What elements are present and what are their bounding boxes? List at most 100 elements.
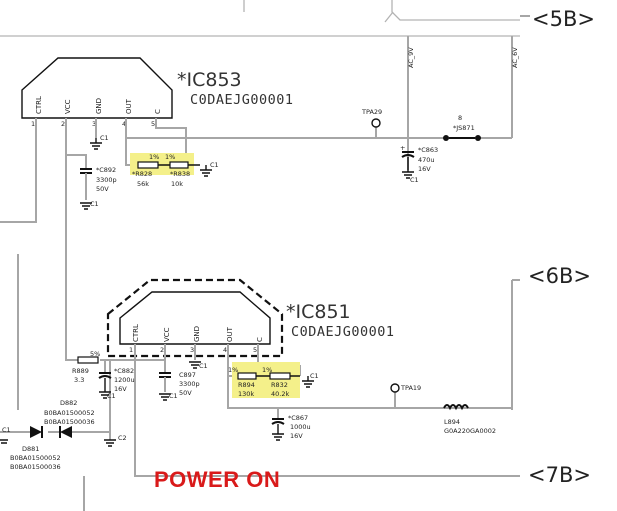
r828-tol: 1% [149, 153, 159, 161]
tpa29-label: TPA29 [361, 108, 382, 116]
power-on-annotation: POWER ON [154, 467, 280, 492]
c882-ref: *C882 [114, 367, 134, 375]
resistor-r828 [137, 161, 159, 169]
connector-6b-label: <6B> [528, 264, 591, 288]
d882-ref: D882 [60, 399, 77, 407]
ground-label-1: C1 [100, 134, 109, 142]
c892-v1: 3300p [96, 176, 117, 184]
ground-label-2: C1 [90, 200, 99, 208]
rail-ac6v: AC_6V [511, 36, 519, 138]
ic853-pin-ctrl: CTRL [35, 96, 43, 114]
ic853-pin-gnd: GND [95, 98, 103, 114]
c863-ref: *C863 [418, 146, 438, 154]
ground-label-9: C1 [2, 426, 11, 434]
r828-value: 56k [137, 180, 149, 188]
ic853-pin-num-4: 4 [122, 120, 126, 128]
ic851-pin-num-4: 4 [223, 346, 227, 354]
c882-v1: 1200u [114, 376, 135, 384]
js871-pin: 8 [458, 114, 462, 122]
c897-ref: C897 [179, 371, 196, 379]
ic853-name: *IC853 [177, 69, 242, 91]
r832-value: 40.2k [271, 390, 289, 398]
ground-c2: C2 [104, 434, 127, 447]
ground-label-8: C1 [310, 372, 319, 380]
c863-v1: 470u [418, 156, 435, 164]
ic853-pin-num-3: 3 [92, 120, 96, 128]
c867-ref: *C867 [288, 414, 308, 422]
c897-v2: 50V [179, 389, 192, 397]
d881-ref: D881 [22, 445, 39, 453]
r894-ref: R894 [238, 381, 255, 389]
r838-tol: 1% [165, 153, 175, 161]
rail-label-ac9v: AC_9V [407, 47, 415, 68]
resistor-r832 [269, 372, 291, 380]
r832-ref: R832 [271, 381, 288, 389]
ic851-pin-vcc: VCC [163, 327, 171, 342]
l894-ref: L894 [444, 418, 460, 426]
ground-left: C1 [0, 426, 11, 444]
jumper-js871: *JS871 8 [443, 114, 481, 141]
ground-label-3: C1 [210, 161, 219, 169]
ic851-part: C0DAEJG00001 [291, 324, 395, 340]
resistor-r894 [237, 372, 257, 380]
ground-label-7: C1 [199, 362, 208, 370]
ground-label-5: C1 [107, 392, 116, 400]
c863-polarity: + [400, 144, 405, 152]
connector-7b-label: <7B> [528, 463, 591, 487]
connector-5b-label: <5B> [532, 7, 595, 31]
ic853-pin-out: OUT [125, 98, 133, 114]
testpoint-tpa19: TPA19 [390, 383, 421, 393]
capacitor-c882: *C882 1200u 16V C1 [98, 367, 135, 400]
ic851-pin-gnd: GND [193, 326, 201, 342]
inductor-l894: L894 G0A220GA0002 [443, 404, 496, 435]
c867-v2: 16V [290, 432, 303, 440]
tpa19-label: TPA19 [400, 384, 421, 392]
ground-label-6: C1 [169, 392, 178, 400]
rail-label-ac6v: AC_6V [511, 47, 519, 68]
ground-ic851-gnd: C1 [189, 361, 208, 370]
capacitor-c867: *C867 1000u 16V [271, 414, 311, 441]
capacitor-c892: *C892 3300p 50V C1 [80, 166, 117, 210]
ic851-pin-ctrl: CTRL [132, 324, 140, 342]
diode-d881: D881 B0BA01500052 B0BA01500036 [10, 426, 61, 471]
r838-value: 10k [171, 180, 183, 188]
ic853-pin-num-5: 5 [151, 120, 155, 128]
c892-v2: 50V [96, 185, 109, 193]
testpoint-tpa29: TPA29 [361, 108, 382, 128]
ic853-pin-c: C [154, 109, 162, 114]
resistor-r889: 5% R889 3.3 [72, 350, 100, 384]
r889-value: 3.3 [74, 376, 84, 384]
c892-ref: *C892 [96, 166, 116, 174]
c863-v2: 16V [418, 165, 431, 173]
r889-ref: R889 [72, 367, 89, 375]
d882-p2: B0BA01500036 [44, 418, 95, 426]
ic853-pin-vcc: VCC [64, 99, 72, 114]
c882-v2: 16V [114, 385, 127, 393]
highlight-r828-r838 [130, 153, 194, 175]
ic853-part: C0DAEJG00001 [190, 92, 294, 108]
ic851: *IC851 C0DAEJG00001 CTRL VCC GND OUT C 1… [106, 278, 395, 358]
connector-6b-lead [511, 279, 520, 410]
r894-tol: 1% [228, 366, 238, 374]
diode-d882: D882 B0BA01500052 B0BA01500036 [44, 399, 95, 438]
rail-ac9v: AC_9V [407, 36, 415, 138]
d882-p1: B0BA01500052 [44, 409, 95, 417]
r828-ref: *R828 [132, 170, 152, 178]
ic851-name: *IC851 [286, 301, 351, 323]
ic851-pin-num-5: 5 [253, 346, 257, 354]
d881-p2: B0BA01500036 [10, 463, 61, 471]
resistor-pair-r828-r838: 1% 1% *R828 *R838 56k 10k C1 [130, 153, 219, 188]
ic851-pin-c: C [256, 337, 264, 342]
r889-tol: 5% [90, 350, 100, 358]
ic851-pin-num-2: 2 [160, 346, 164, 354]
ic851-pin-num-1: 1 [129, 346, 133, 354]
c897-v1: 3300p [179, 380, 200, 388]
ground-ic853-gnd: C1 [90, 134, 109, 150]
js871-label: *JS871 [453, 124, 475, 132]
r832-tol: 1% [262, 366, 272, 374]
ic851-pin-out: OUT [226, 326, 234, 342]
ic853-pin-num-2: 2 [61, 120, 65, 128]
r838-ref: *R838 [170, 170, 190, 178]
resistor-r838 [169, 161, 189, 169]
